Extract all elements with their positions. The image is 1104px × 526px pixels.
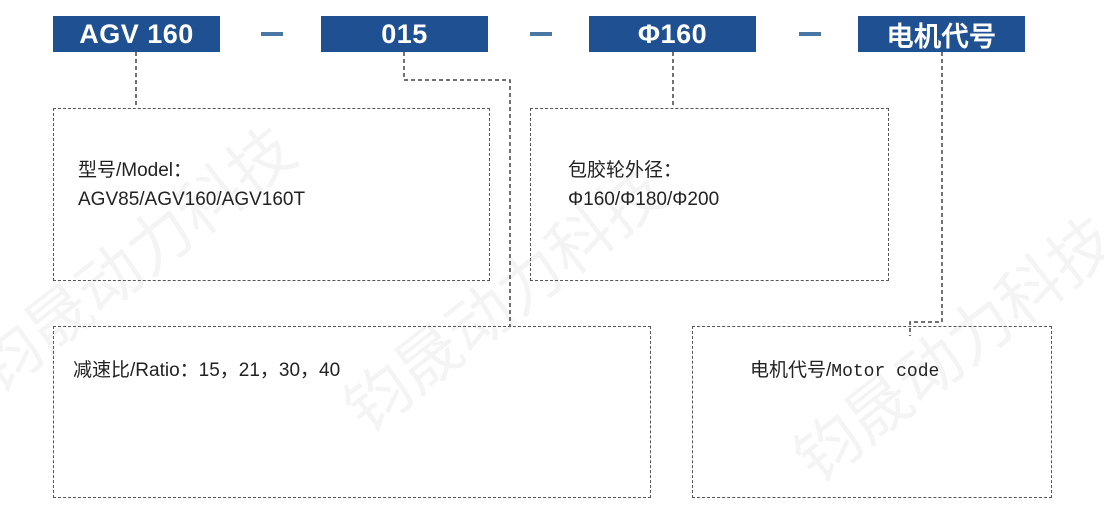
code-part-model: AGV 160 bbox=[53, 16, 220, 52]
wheel-title: 包胶轮外径： bbox=[568, 160, 683, 181]
wheel-box bbox=[530, 108, 889, 281]
separator-dash bbox=[261, 32, 283, 36]
ratio-box bbox=[53, 326, 651, 498]
code-part-ratio: 015 bbox=[321, 16, 488, 52]
motor-text: 电机代号/Motor code bbox=[750, 355, 939, 382]
wheel-values: Φ160/Φ180/Φ200 bbox=[568, 189, 720, 210]
model-box bbox=[53, 108, 490, 281]
connector-ratio bbox=[403, 52, 511, 326]
separator-dash bbox=[530, 32, 552, 36]
motor-prefix: 电机代号/ bbox=[750, 360, 832, 381]
code-part-wheel: Φ160 bbox=[589, 16, 756, 52]
model-title: 型号/Model： bbox=[78, 160, 193, 181]
motor-box bbox=[692, 326, 1052, 498]
model-values: AGV85/AGV160/AGV160T bbox=[78, 189, 306, 210]
separator-dash bbox=[799, 32, 821, 36]
code-part-motor: 电机代号 bbox=[858, 16, 1025, 52]
motor-code: Motor code bbox=[831, 362, 940, 382]
connector-motor bbox=[909, 52, 943, 336]
ratio-text: 减速比/Ratio：15，21，30，40 bbox=[73, 360, 341, 381]
